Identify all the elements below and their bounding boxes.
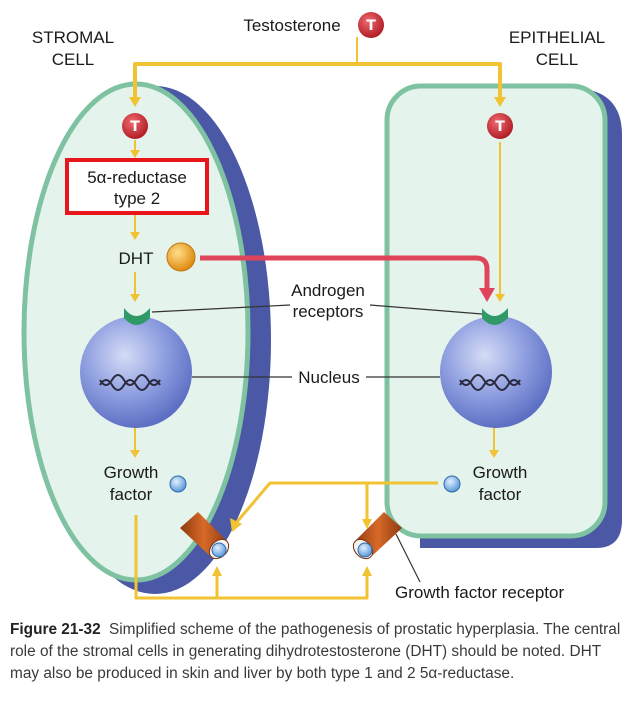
prostatic-hyperplasia-diagram: T T T Testosterone STROMAL CELL EPITHELI… [21, 12, 622, 602]
caption-text: Simplified scheme of the pathogenesis of… [10, 621, 621, 682]
epithelial-cell-label: EPITHELIAL [509, 28, 605, 47]
epithelial-nucleus [440, 316, 552, 428]
testosterone-label: Testosterone [243, 16, 340, 35]
growth-factor-label: factor [479, 485, 522, 504]
stromal-nucleus [80, 316, 192, 428]
testosterone-icon: T [487, 113, 513, 139]
figure-number: Figure 21-32 [10, 621, 101, 638]
growth-factor-receptor-label: Growth factor receptor [395, 583, 564, 602]
growth-factor-molecule [211, 542, 227, 558]
enzyme-label: type 2 [114, 189, 160, 208]
gf-receptor-leader [395, 533, 421, 583]
growth-factor-molecule [357, 542, 373, 558]
testosterone-icon: T [122, 113, 148, 139]
nucleus-label: Nucleus [298, 368, 359, 387]
arrowhead [212, 566, 222, 576]
enzyme-label: 5α-reductase [87, 168, 187, 187]
svg-text:T: T [366, 18, 376, 34]
epithelial-androgen-receptor [482, 308, 508, 325]
testosterone-pathway [133, 37, 502, 100]
growth-factor-pathways [134, 481, 438, 600]
growth-factor-molecule [443, 475, 461, 493]
growth-factor-label: Growth [104, 463, 159, 482]
leader-lines [151, 304, 483, 378]
arrowhead [494, 97, 506, 107]
enzyme-highlight-box [65, 158, 209, 215]
arrowhead [362, 566, 372, 576]
growth-factor-label: Growth [473, 463, 528, 482]
growth-factor-label: factor [110, 485, 153, 504]
svg-text:T: T [495, 119, 505, 135]
stromal-cell-label: STROMAL [32, 28, 114, 47]
epithelial-cell-label: CELL [536, 50, 579, 69]
androgen-receptors-label: receptors [293, 302, 364, 321]
arrowhead [362, 519, 372, 529]
arrowhead [230, 518, 242, 532]
androgen-receptors-label: Androgen [291, 281, 365, 300]
dht-molecule [166, 242, 196, 272]
dht-transfer-arrow [200, 255, 495, 302]
stromal-cell-label: CELL [52, 50, 95, 69]
growth-factor-molecule [169, 475, 187, 493]
dht-label: DHT [119, 249, 154, 268]
arrowhead [129, 97, 141, 107]
testosterone-icon: T [358, 12, 384, 38]
stromal-androgen-receptor [124, 308, 150, 325]
svg-text:T: T [130, 119, 140, 135]
epithelial-cell [384, 83, 622, 548]
figure-caption: Figure 21-32 Simplified scheme of the pa… [10, 619, 634, 685]
